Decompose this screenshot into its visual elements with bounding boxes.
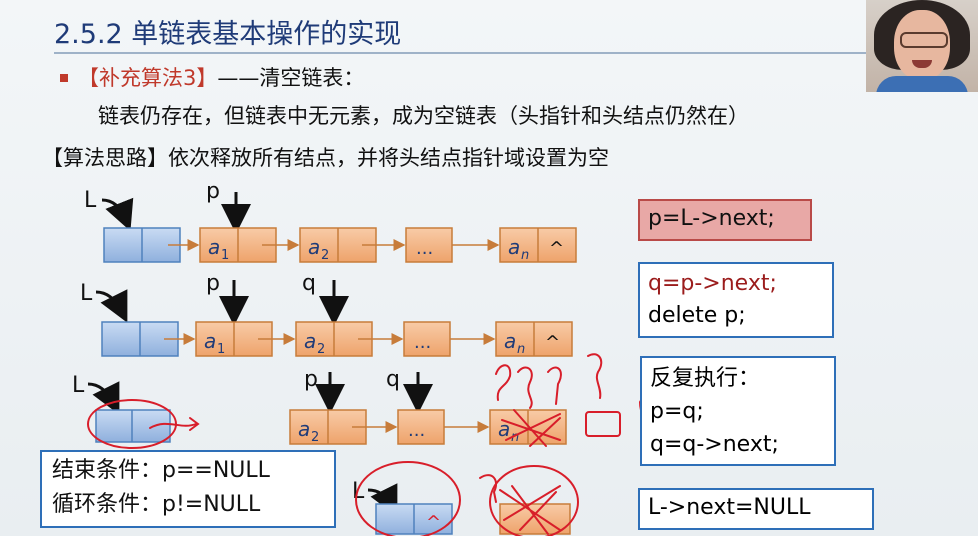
title-divider	[54, 52, 869, 54]
code-line: p=q;	[650, 399, 704, 424]
code-line: q=p->next;	[648, 271, 777, 296]
code-line: 反复执行：	[650, 366, 761, 391]
node-value: ...	[414, 332, 431, 353]
node-value: a	[498, 417, 510, 441]
node-subscript: 2	[321, 248, 329, 263]
node-subscript: 1	[221, 248, 229, 263]
end-condition: 结束条件：p==NULL	[52, 458, 270, 483]
q-pointer-label: q	[302, 271, 316, 296]
code-loop: 反复执行： p=q; q=q->next;	[640, 356, 836, 466]
node-value: a	[298, 417, 310, 441]
node-subscript: 1	[217, 342, 225, 357]
code-step1: p=L->next;	[638, 199, 812, 241]
null-pointer-symbol: ^	[549, 238, 564, 259]
node-value: a	[504, 329, 516, 353]
node-subscript: 2	[311, 430, 319, 445]
idea-text: 【算法思路】依次释放所有结点，并将头结点指针域设置为空	[42, 146, 609, 170]
q-pointer-label: q	[386, 367, 400, 392]
presenter-webcam	[866, 0, 978, 92]
code-line: delete p;	[648, 303, 746, 328]
node-value: ...	[408, 420, 425, 441]
row2: L p q a 1 a 2 ... a n ^	[80, 271, 573, 357]
loop-condition: 循环条件：p!=NULL	[52, 492, 261, 517]
null-pointer-symbol: ^	[426, 512, 441, 533]
code-line: q=q->next;	[650, 432, 779, 457]
description-text: 链表仍存在，但链表中无元素，成为空链表（头指针和头结点仍然在）	[98, 104, 749, 128]
algorithm-name: ——清空链表：	[217, 66, 365, 90]
code-final: L->next=NULL	[638, 488, 874, 530]
node-subscript: n	[517, 342, 525, 357]
head-pointer-label: L	[84, 188, 97, 213]
bullet-icon	[60, 74, 68, 82]
null-pointer-symbol: ^	[545, 332, 560, 353]
p-pointer-label: p	[206, 271, 220, 296]
node-value: ...	[416, 238, 433, 259]
node-subscript: n	[521, 248, 529, 263]
section-heading: 【补充算法3】——清空链表：	[78, 62, 364, 92]
row4-empty-list: L ^	[352, 479, 571, 535]
node-subscript: 2	[317, 342, 325, 357]
node-value: a	[304, 329, 316, 353]
node-value: a	[308, 235, 320, 259]
node-ellipsis	[403, 321, 451, 357]
node-value: a	[508, 235, 520, 259]
head-pointer-label: L	[72, 373, 85, 398]
p-pointer-label: p	[206, 179, 220, 204]
row3: L p q a 2 ... a n	[72, 367, 567, 445]
p-pointer-label: p	[304, 367, 318, 392]
head-pointer-label: L	[352, 479, 365, 504]
node-ellipsis	[405, 227, 453, 263]
code-step2: q=p->next; delete p;	[638, 262, 834, 338]
algorithm-label: 【补充算法3】	[78, 66, 218, 90]
node-value: a	[204, 329, 216, 353]
row1: L p a 1 a 2 ... a n ^	[84, 179, 577, 263]
page-title: 2.5.2 单链表基本操作的实现	[54, 19, 402, 50]
node-ellipsis	[397, 409, 445, 445]
node-subscript: n	[511, 430, 519, 445]
node-value: a	[208, 235, 220, 259]
head-pointer-label: L	[80, 281, 93, 306]
condition-box: 结束条件：p==NULL 循环条件：p!=NULL	[40, 450, 336, 528]
head-node	[95, 409, 171, 443]
